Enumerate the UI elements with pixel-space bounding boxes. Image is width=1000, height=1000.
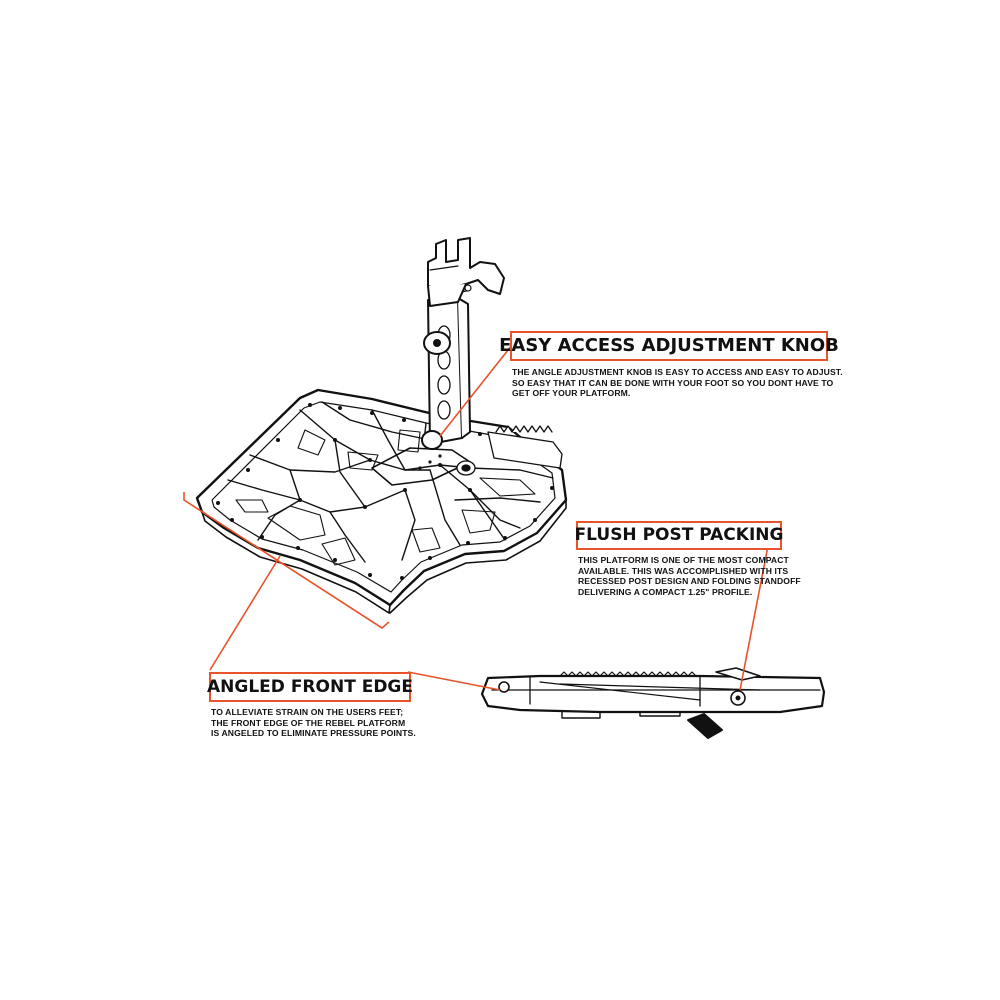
vertical-post	[427, 297, 471, 445]
profile-outline	[480, 674, 826, 714]
flush-callout-line-4: DELIVERING A COMPACT 1.25" PROFILE.	[578, 586, 753, 597]
platform-isometric-drawing	[195, 237, 568, 614]
flush-callout-line-3: RECESSED POST DESIGN AND FOLDING STANDOF…	[578, 576, 801, 586]
profile-standoff-knob	[687, 713, 723, 739]
standoff-knob-drawing	[456, 460, 476, 476]
front-edge-profile-leader	[407, 671, 501, 691]
front-callout-line-1: TO ALLEVIATE STRAIN ON THE USERS FEET;	[211, 707, 404, 717]
serrated-pad	[487, 425, 563, 469]
front-edge-leader	[209, 555, 281, 671]
knob-callout-line-1: THE ANGLE ADJUSTMENT KNOB IS EASY TO ACC…	[512, 367, 843, 377]
flush-callout-line-1: THIS PLATFORM IS ONE OF THE MOST COMPACT	[578, 555, 789, 565]
flush-callout-body: THIS PLATFORM IS ONE OF THE MOST COMPACT…	[578, 555, 801, 597]
knob-leader	[439, 344, 513, 437]
front-callout-title: ANGLED FRONT EDGE	[207, 672, 413, 702]
front-callout-line-3: IS ANGELED TO ELIMINATE PRESSURE POINTS.	[211, 728, 416, 738]
platform-outline	[195, 388, 568, 607]
profile-foot	[561, 711, 681, 719]
top-bracket	[427, 237, 505, 307]
flush-callout-title: FLUSH POST PACKING	[575, 521, 783, 550]
platform-inner-rim	[211, 401, 556, 593]
front-callout-body: TO ALLEVIATE STRAIN ON THE USERS FEET; T…	[211, 707, 416, 739]
profile-teeth	[559, 671, 697, 677]
knob-callout-line-2: SO EASY THAT IT CAN BE DONE WITH YOUR FO…	[512, 377, 834, 388]
profile-bolt-left	[498, 681, 510, 693]
leader-lines	[183, 344, 769, 691]
front-edge-bracket	[183, 492, 390, 629]
profile-top-deck	[491, 675, 821, 707]
front-callout-line-2: THE FRONT EDGE OF THE REBEL PLATFORM	[211, 717, 406, 728]
flush-leader	[739, 545, 769, 691]
profile-diagonal-brace	[539, 681, 761, 701]
flush-callout-line-2: AVAILABLE. THIS WAS ACCOMPLISHED WITH IT…	[578, 565, 789, 576]
lattice-ribs	[227, 401, 554, 563]
adjustment-knob-drawing	[421, 331, 451, 450]
knob-callout-title: EASY ACCESS ADJUSTMENT KNOB	[499, 331, 839, 361]
platform-side-profile-drawing	[480, 667, 826, 739]
lattice-pockets	[235, 429, 536, 566]
knob-callout-line-3: GET OFF YOUR PLATFORM.	[512, 388, 631, 398]
knob-callout-body: THE ANGLE ADJUSTMENT KNOB IS EASY TO ACC…	[512, 367, 843, 399]
profile-raised-end	[715, 667, 761, 681]
